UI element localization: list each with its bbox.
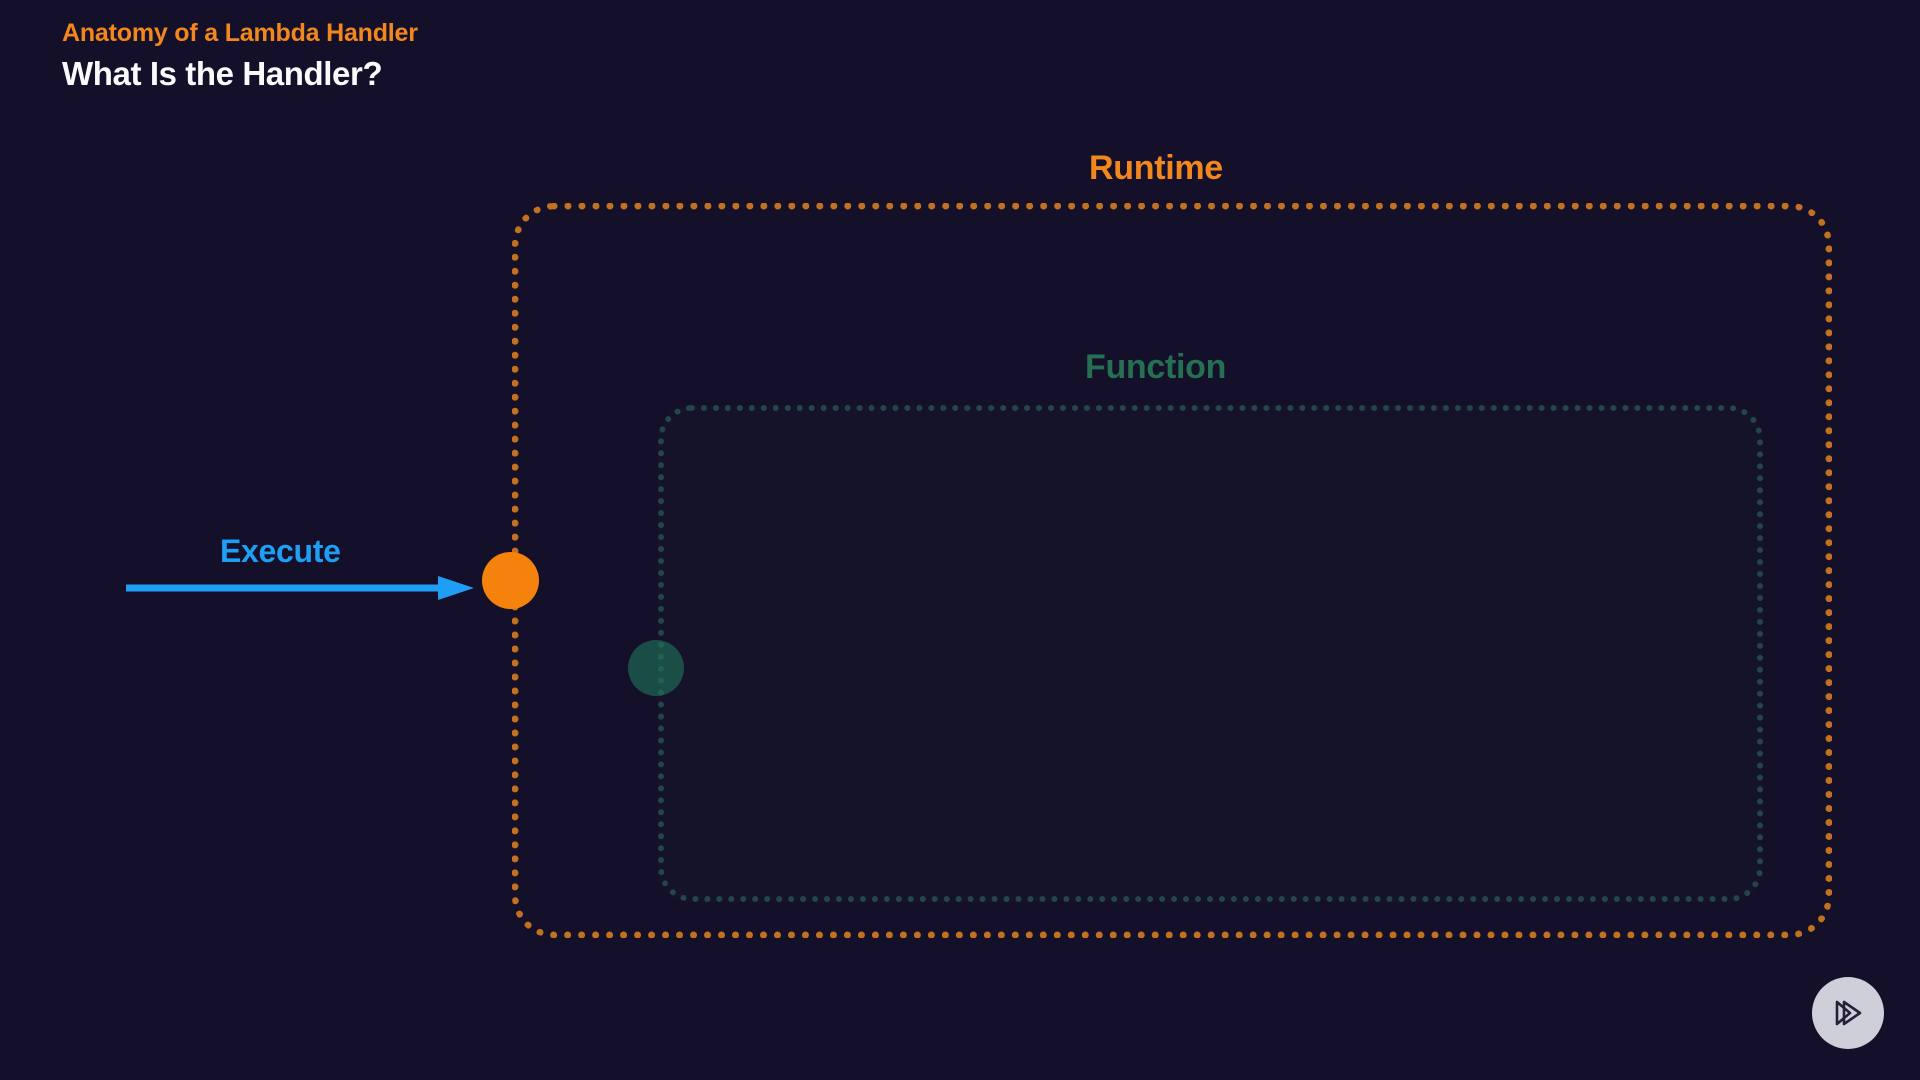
function-entry-node[interactable] (628, 640, 684, 696)
function-boundary (658, 405, 1763, 902)
page-eyebrow: Anatomy of a Lambda Handler (62, 19, 418, 47)
double-play-icon (1828, 993, 1868, 1033)
execute-label: Execute (220, 533, 341, 569)
play-button[interactable] (1812, 977, 1884, 1049)
function-label: Function (1085, 348, 1227, 386)
arrow-right-icon (126, 576, 474, 600)
page-title: What Is the Handler? (62, 55, 383, 93)
runtime-label: Runtime (1089, 149, 1223, 187)
page-header: Anatomy of a Lambda Handler What Is the … (62, 18, 418, 96)
handler-node[interactable] (482, 552, 539, 609)
